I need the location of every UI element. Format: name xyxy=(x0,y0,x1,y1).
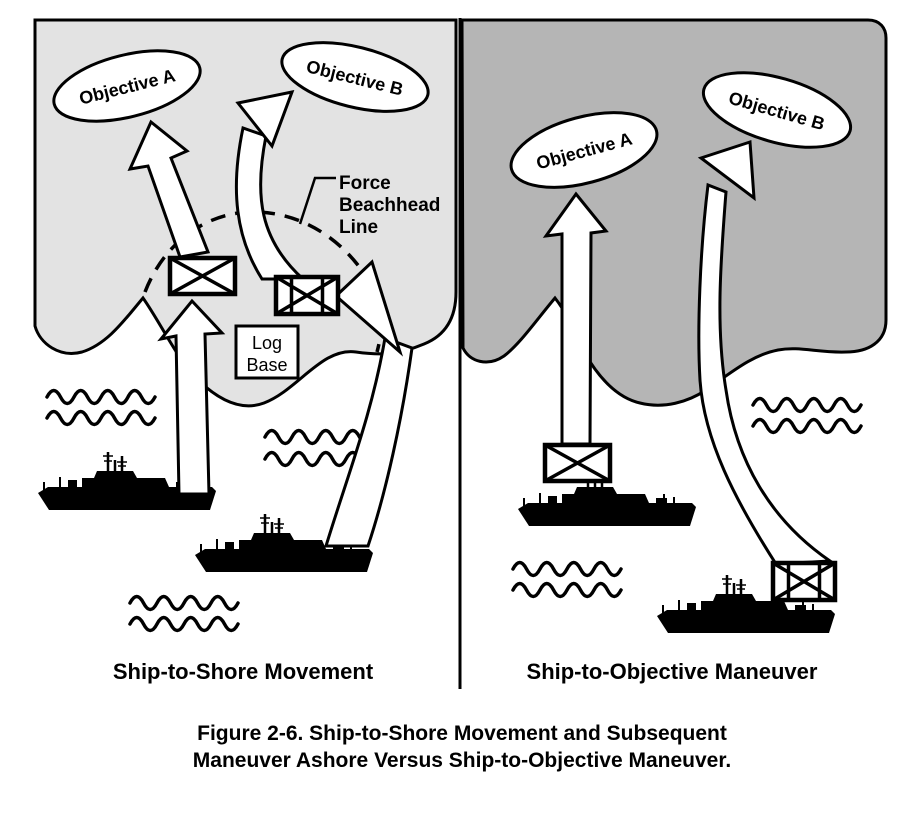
force-beachhead-line-label-line2: Beachhead xyxy=(339,195,440,216)
arrow-unit-to-objective-b-head xyxy=(697,139,756,202)
force-beachhead-line-label-line3: Line xyxy=(339,217,378,238)
wave-marks-right-2 xyxy=(511,560,623,599)
force-beachhead-line-label: Force Beachhead Line xyxy=(339,173,440,238)
infantry-unit-symbol-right xyxy=(545,445,610,481)
force-beachhead-line-pointer xyxy=(298,176,336,225)
wave-marks-left-3 xyxy=(128,594,240,633)
log-base-label-line1: Log xyxy=(252,333,282,353)
wave-marks-left-1 xyxy=(45,388,157,427)
arrow-beach-to-objective-a xyxy=(127,119,211,259)
arrow-unit-to-objective-b-shaft xyxy=(697,182,835,566)
objective-a-oval-left: Objective A xyxy=(52,49,202,123)
wave-marks-right-1 xyxy=(751,396,863,435)
right-panel-title: Ship-to-Objective Maneuver xyxy=(527,659,818,684)
mechanized-unit-symbol-right xyxy=(773,563,835,600)
figure-caption-line1: Figure 2-6. Ship-to-Shore Movement and S… xyxy=(197,722,727,745)
right-land-mass xyxy=(460,18,888,407)
arrow-ship-to-beach-curved-shaft xyxy=(323,335,414,548)
objective-b-oval-right: Objective B xyxy=(701,71,853,149)
left-panel-title: Ship-to-Shore Movement xyxy=(113,659,374,684)
objective-a-oval-right: Objective A xyxy=(509,111,659,189)
figure-caption-line2: Maneuver Ashore Versus Ship-to-Objective… xyxy=(193,749,731,772)
arrow-ship-to-beach xyxy=(157,298,226,496)
arrow-beach-to-objective-b-head xyxy=(235,89,295,150)
arrow-ship-to-beach-curved-head xyxy=(333,259,404,357)
log-base-label-line2: Base xyxy=(246,355,287,375)
force-beachhead-line-label-line1: Force xyxy=(339,173,391,194)
mechanized-unit-symbol-left xyxy=(276,277,338,314)
infantry-unit-symbol-left xyxy=(170,258,235,294)
objective-b-oval-left: Objective B xyxy=(280,41,430,113)
log-base-box: Log Base xyxy=(234,324,300,380)
